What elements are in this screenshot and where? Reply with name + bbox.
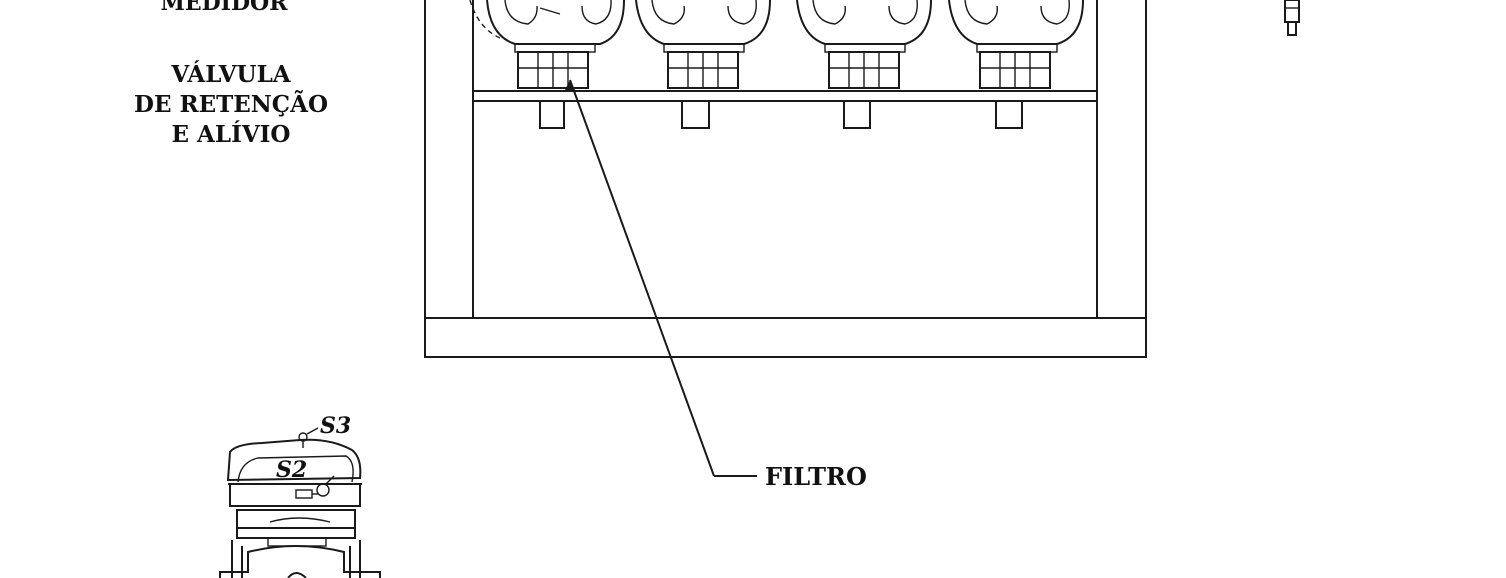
fitting-top-right (1284, 0, 1300, 36)
regulator-unit-2 (635, 0, 771, 129)
label-valvula-line2: DE RETENÇÃO (134, 91, 328, 118)
regulator-unit-1 (469, 0, 625, 129)
label-valvula-line1: VÁLVULA (170, 61, 291, 88)
label-filtro: FILTRO (765, 462, 867, 491)
label-s2: S2 (276, 457, 307, 483)
regulator-units (469, 0, 1084, 129)
filtro-leader (564, 79, 757, 477)
label-medidor: MEDIDOR (160, 0, 288, 16)
regulator-unit-4 (948, 0, 1084, 129)
label-s3: S3 (320, 413, 351, 439)
side-view-unit (219, 427, 381, 578)
label-valvula-line3: E ALÍVIO (172, 121, 291, 148)
cabinet-frame (424, 0, 1147, 358)
regulator-unit-3 (796, 0, 932, 129)
